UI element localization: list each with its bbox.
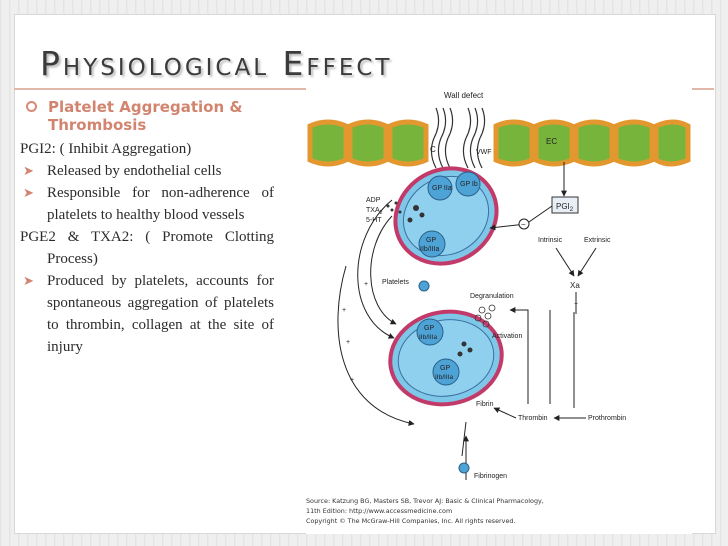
- gp-receptor: [432, 358, 460, 386]
- fibrin-line: [461, 421, 467, 457]
- ec-label: EC: [546, 137, 557, 146]
- svg-text:+: +: [574, 301, 578, 308]
- iib-iiia-label: IIb/IIIa: [420, 246, 440, 253]
- feedback-arrow-inner: [370, 215, 397, 325]
- endothelial-cell: [347, 119, 389, 167]
- gp-iia-receptor: [427, 175, 453, 201]
- fibrin-label: Fibrin: [476, 401, 494, 408]
- intrinsic-label: Intrinsic: [538, 237, 563, 244]
- endothelial-cell: [613, 119, 655, 167]
- thrombin-label: Thrombin: [518, 415, 548, 422]
- pgi2-box: [551, 196, 579, 214]
- svg-text:IIb/IIIa: IIb/IIIa: [435, 374, 453, 381]
- small-platelet: [418, 280, 430, 292]
- prothrombin-label: Prothrombin: [588, 415, 626, 422]
- endothelial-cells: [307, 119, 691, 167]
- plus-sign: +: [342, 307, 346, 314]
- arrow-bullet-icon: ➤: [23, 185, 34, 200]
- endothelial-cell: [573, 119, 615, 167]
- vwf-label: VWF: [476, 149, 492, 156]
- pge2-point-1: ➤ Produced by platelets, accounts for sp…: [20, 270, 274, 358]
- lower-platelet: GP IIb/IIIa GP IIb/IIIa: [388, 309, 504, 407]
- feedback-arrow-outer: [357, 199, 395, 339]
- gp-iia-label: GP IIa: [432, 185, 452, 192]
- pge2-heading: PGE2 & TXA2: ( Promote Clotting Process): [20, 229, 274, 267]
- txa2-label: TXA2: [366, 207, 383, 216]
- platelet-diagram: Wall defect C VWF EC PGI2 GP IIa GP Ib G…: [306, 88, 692, 534]
- arrow-bullet-icon: ➤: [23, 273, 34, 288]
- minus-sign: −: [521, 220, 526, 229]
- bullet-heading: Platelet Aggregation & Thrombosis: [20, 96, 274, 138]
- figure-caption: Source: Katzung BG, Masters SB, Trevor A…: [306, 496, 692, 526]
- gp-iib-iiia-receptor: [418, 230, 446, 258]
- diagram-svg: Wall defect C VWF EC PGI2 GP IIa GP Ib G…: [307, 91, 691, 480]
- collagen-label: C: [430, 145, 436, 154]
- pgi2-label: PGI2: [556, 202, 574, 213]
- endothelial-cell: [307, 119, 349, 167]
- caption-line-1: Source: Katzung BG, Masters SB, Trevor A…: [306, 497, 544, 505]
- plus-sign: +: [364, 281, 368, 288]
- upper-platelet: GP IIa GP Ib GP IIb/IIIa: [393, 166, 499, 266]
- caption-line-3: Copyright © The McGraw-Hill Companies, I…: [306, 517, 516, 525]
- endothelial-cell: [493, 119, 535, 167]
- gp-ib-label: GP Ib: [460, 181, 478, 188]
- bullet-list: Platelet Aggregation & Thrombosis PGI2: …: [20, 96, 274, 358]
- wall-defect-label: Wall defect: [444, 91, 484, 100]
- pgi2-heading: PGI2: ( Inhibit Aggregation): [20, 141, 192, 157]
- xa-label: Xa: [570, 281, 580, 290]
- activation-arrow: [509, 307, 529, 404]
- arrow-bullet-icon: ➤: [23, 163, 34, 178]
- degranulation-label: Degranulation: [470, 293, 514, 300]
- slide-title: Physiological Effect: [40, 44, 393, 83]
- thrombin-to-fibrin-arrow: [493, 407, 517, 419]
- pgi2-point-1: ➤ Released by endothelial cells: [20, 160, 274, 182]
- svg-text:GP: GP: [440, 365, 450, 372]
- svg-text:+: +: [346, 339, 350, 346]
- collagen-fibers: [430, 107, 486, 169]
- caption-line-2: 11th Edition: http://www.accessmedicine.…: [306, 507, 453, 515]
- extrinsic-label: Extrinsic: [584, 237, 611, 244]
- platelets-label: Platelets: [382, 279, 409, 286]
- gp-ib-receptor: [455, 171, 481, 197]
- circle-bullet-icon: [26, 101, 37, 112]
- fibrinogen-molecule: [458, 462, 470, 474]
- pgi2-point-2: ➤ Responsible for non-adherence of plate…: [20, 182, 274, 226]
- endothelial-cell: [387, 119, 429, 167]
- svg-text:IIb/IIIa: IIb/IIIa: [419, 334, 437, 341]
- activation-label: Activation: [492, 333, 522, 340]
- feedback-arrow-lower: [337, 265, 415, 426]
- degranulation-particles: [474, 304, 496, 328]
- endothelial-cell: [533, 119, 575, 167]
- gp-receptor: [416, 318, 444, 346]
- endothelial-cell: [653, 119, 691, 167]
- adp-label: ADP: [366, 197, 381, 204]
- svg-text:GP: GP: [424, 325, 434, 332]
- fibrinogen-label: Fibrinogen: [474, 473, 507, 480]
- minus-circle: [518, 218, 530, 230]
- gp-label: GP: [426, 237, 436, 244]
- svg-text:+: +: [350, 377, 354, 384]
